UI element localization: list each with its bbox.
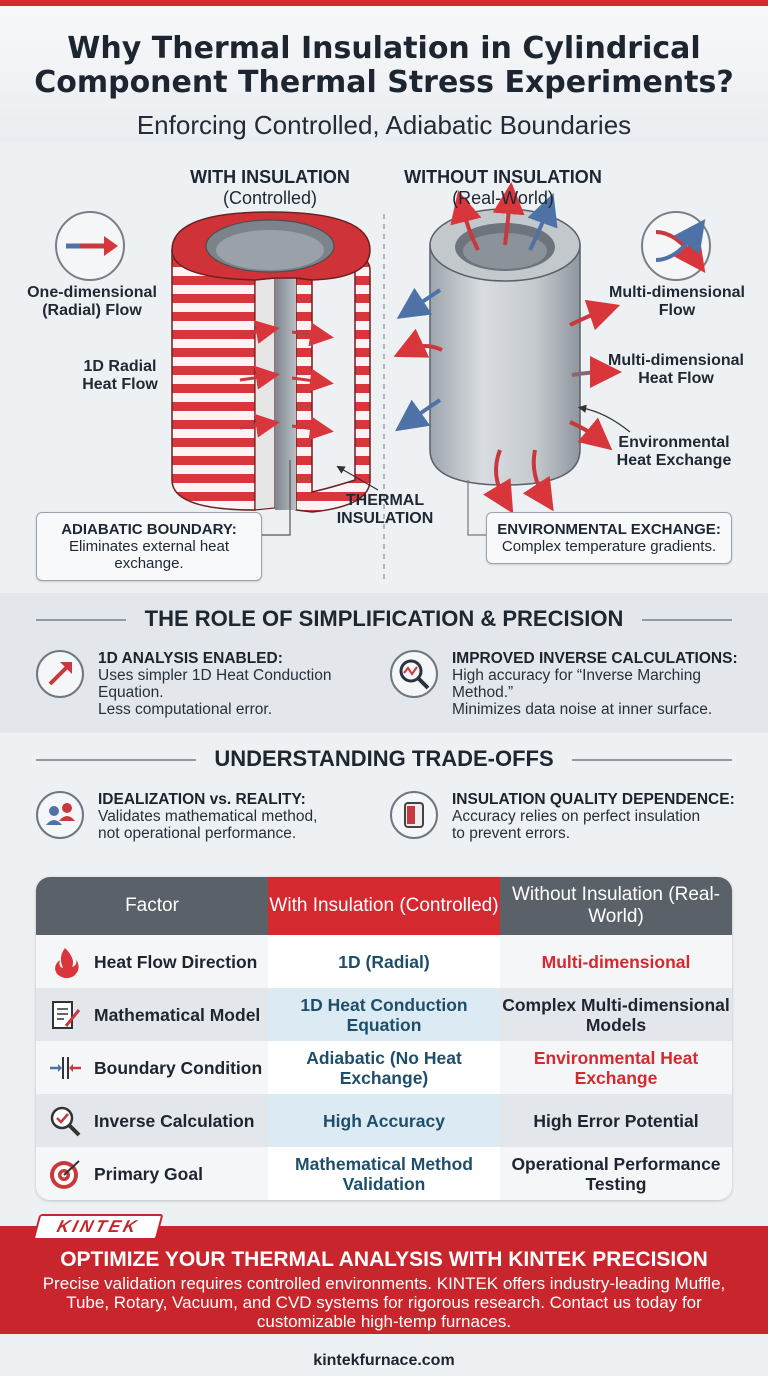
factor-cell: Heat Flow Direction (36, 935, 268, 988)
header: Why Thermal Insulation in Cylindrical Co… (0, 6, 768, 142)
item-heading: IDEALIZATION vs. REALITY: (98, 791, 306, 808)
item-text: Less computational error. (98, 701, 273, 718)
insulation-roll-icon (390, 791, 438, 839)
without-insulation-cell: Complex Multi-dimensional Models (500, 988, 732, 1041)
with-insulation-cell: Mathematical Method Validation (268, 1147, 500, 1200)
with-insulation-cell: High Accuracy (268, 1094, 500, 1147)
magnifier-check-icon (48, 1104, 82, 1138)
adiabatic-boundary-callout: ADIABATIC BOUNDARY: Eliminates external … (36, 512, 262, 581)
with-insulation-cell: Adiabatic (No Heat Exchange) (268, 1041, 500, 1094)
item-heading: 1D ANALYSIS ENABLED: (98, 650, 283, 667)
without-insulation-heading: WITHOUT INSULATION (Real-World) (392, 167, 614, 209)
document-pen-icon (48, 998, 82, 1032)
radial-heat-flow-label: 1D Radial Heat Flow (82, 358, 158, 393)
item-text: not operational performance. (98, 825, 297, 842)
with-insulation-cell: 1D Heat Conduction Equation (268, 988, 500, 1041)
multi-dimensional-heat-flow-label: Multi-dimensional Heat Flow (608, 352, 744, 387)
divider-line (642, 619, 732, 621)
analysis-enabled-item: 1D ANALYSIS ENABLED: Uses simpler 1D Hea… (36, 650, 366, 720)
table-header-with-insulation: With Insulation (Controlled) (268, 877, 500, 935)
website-link[interactable]: kintekfurnace.com (313, 1352, 455, 1369)
magnifier-chart-icon (390, 650, 438, 698)
item-text: Accuracy relies on perfect insulation (452, 808, 701, 825)
without-insulation-title: WITHOUT INSULATION (404, 167, 602, 187)
footer-banner: KINTEK OPTIMIZE YOUR THERMAL ANALYSIS WI… (0, 1214, 768, 1334)
item-text: Equation. (98, 684, 164, 701)
insulated-cylinder (171, 211, 379, 536)
comparison-diagram: WITH INSULATION (Controlled) WITHOUT INS… (0, 150, 768, 590)
uninsulated-cylinder (393, 182, 631, 536)
arrow-up-right-icon (36, 650, 84, 698)
adiabatic-text: Eliminates external heat exchange. (68, 538, 230, 572)
tradeoffs-section: UNDERSTANDING TRADE-OFFS IDEALIZATION vs… (0, 735, 768, 865)
thermal-insulation-label: THERMAL INSULATION (336, 492, 434, 527)
with-insulation-sub: (Controlled) (222, 188, 318, 208)
adiabatic-heading: ADIABATIC BOUNDARY: (61, 521, 237, 538)
divider-line (36, 619, 126, 621)
flame-icon (48, 945, 82, 979)
environmental-text: Complex temperature gradients. (501, 538, 717, 555)
item-text: Uses simpler 1D Heat Conduction (98, 667, 332, 684)
table-header-factor: Factor (36, 877, 268, 935)
boundary-arrows-icon (48, 1051, 82, 1085)
item-text: Minimizes data noise at inner surface. (452, 701, 713, 718)
environmental-heat-exchange-label: Environmental Heat Exchange (616, 434, 732, 469)
page-subtitle: Enforcing Controlled, Adiabatic Boundari… (136, 110, 632, 140)
tradeoffs-heading: UNDERSTANDING TRADE-OFFS (214, 746, 554, 771)
footer-text: Precise validation requires controlled e… (42, 1274, 726, 1331)
item-text: High accuracy for “Inverse Marching (452, 667, 701, 684)
with-insulation-cell: 1D (Radial) (268, 935, 500, 988)
idealization-item: IDEALIZATION vs. REALITY: Validates math… (36, 791, 366, 847)
cylinder-illustration (55, 182, 711, 580)
people-icon (36, 791, 84, 839)
divider-line (572, 759, 732, 761)
without-insulation-cell: High Error Potential (500, 1094, 732, 1147)
simplification-section: THE ROLE OF SIMPLIFICATION & PRECISION 1… (0, 593, 768, 733)
environmental-exchange-callout: ENVIRONMENTAL EXCHANGE: Complex temperat… (486, 512, 732, 564)
comparison-table: Factor With Insulation (Controlled) With… (36, 877, 732, 1200)
item-heading: INSULATION QUALITY DEPENDENCE: (452, 791, 735, 808)
divider-line (36, 759, 196, 761)
table-header-without-insulation: Without Insulation (Real-World) (500, 877, 732, 935)
radial-flow-icon (55, 211, 125, 281)
without-insulation-cell: Operational Performance Testing (500, 1147, 732, 1200)
item-text: Method.” (452, 684, 514, 701)
factor-cell: Inverse Calculation (36, 1094, 268, 1147)
item-heading: IMPROVED INVERSE CALCULATIONS: (452, 650, 738, 667)
multi-flow-icon (641, 211, 711, 281)
footer-title: OPTIMIZE YOUR THERMAL ANALYSIS WITH KINT… (60, 1248, 708, 1271)
insulation-quality-item: INSULATION QUALITY DEPENDENCE: Accuracy … (390, 791, 750, 847)
without-insulation-sub: (Real-World) (452, 188, 554, 208)
multi-dimensional-flow-label: Multi-dimensional Flow (609, 284, 745, 319)
kintek-logo: KINTEK (32, 1214, 164, 1240)
factor-cell: Boundary Condition (36, 1041, 268, 1094)
item-text: to prevent errors. (452, 825, 571, 842)
with-insulation-heading: WITH INSULATION (Controlled) (170, 167, 370, 209)
simplification-heading: THE ROLE OF SIMPLIFICATION & PRECISION (144, 606, 624, 631)
inverse-calculations-item: IMPROVED INVERSE CALCULATIONS: High accu… (390, 650, 750, 720)
page-title: Why Thermal Insulation in Cylindrical Co… (34, 31, 734, 100)
one-dimensional-flow-label: One-dimensional (Radial) Flow (27, 284, 157, 319)
logo-text: KINTEK (54, 1217, 142, 1236)
item-text: Validates mathematical method, (98, 808, 318, 825)
environmental-heading: ENVIRONMENTAL EXCHANGE: (497, 521, 721, 538)
without-insulation-cell: Environmental Heat Exchange (500, 1041, 732, 1094)
target-icon (48, 1157, 82, 1191)
top-accent-bar (0, 0, 768, 6)
without-insulation-cell: Multi-dimensional (500, 935, 732, 988)
with-insulation-title: WITH INSULATION (190, 167, 350, 187)
factor-cell: Mathematical Model (36, 988, 268, 1041)
